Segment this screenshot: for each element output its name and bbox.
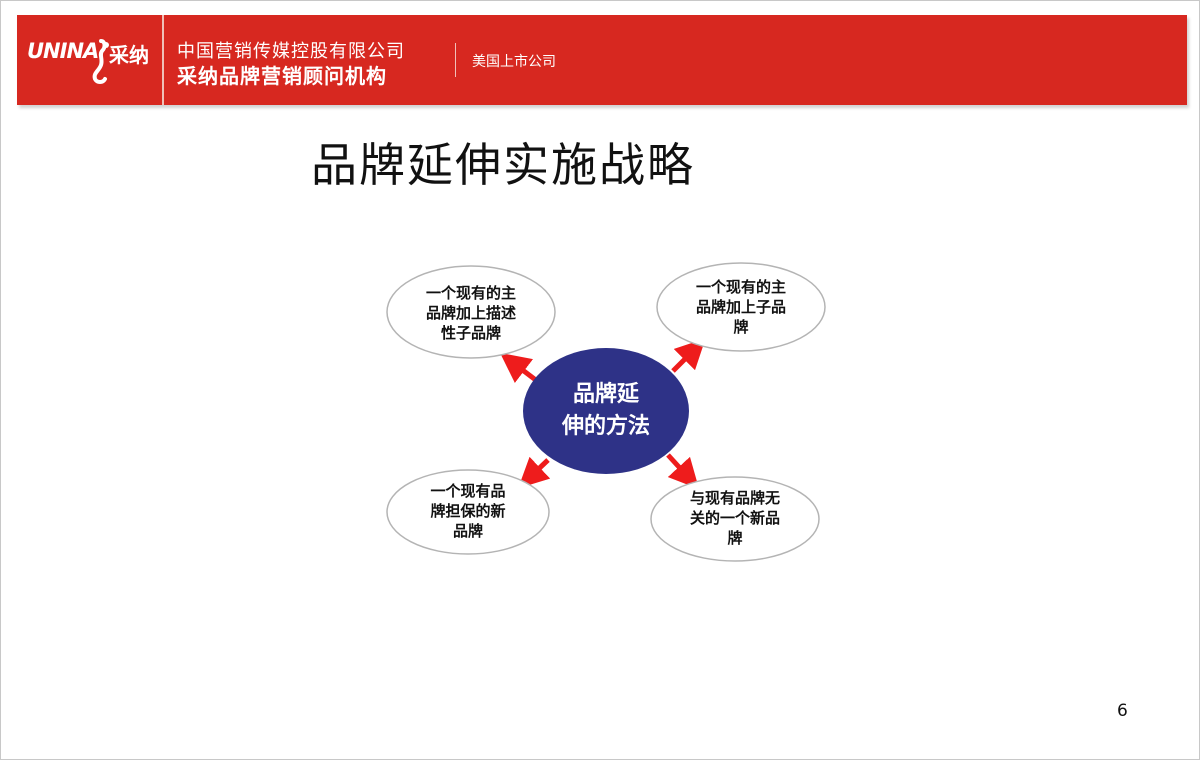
node-bottom-left: 一个现有品 牌担保的新 品牌 bbox=[386, 469, 550, 555]
node-text-line: 性子品牌 bbox=[441, 324, 501, 342]
center-node: 品牌延 伸的方法 bbox=[523, 348, 689, 474]
arrow-to-bottom-right bbox=[666, 453, 700, 490]
node-bottom-right: 与现有品牌无 关的一个新品 牌 bbox=[650, 476, 820, 562]
header-divider bbox=[162, 15, 164, 105]
arrow-to-bottom-left bbox=[518, 456, 551, 489]
node-text-line: 品牌加上子品 bbox=[696, 298, 786, 316]
node-text-line: 品牌加上描述 bbox=[426, 304, 516, 322]
logo-latin-text: UNINA bbox=[27, 39, 99, 63]
runner-logo-icon bbox=[92, 39, 109, 84]
node-text-line: 关的一个新品 bbox=[690, 509, 780, 527]
node-text-line: 一个现有的主 bbox=[426, 284, 516, 302]
header-bar: UNINA 采纳 中国营销传媒控股有限公司 采纳品牌营销顾问机构 美国上市公司 bbox=[17, 15, 1187, 105]
logo-cjk-text: 采纳 bbox=[109, 43, 149, 67]
center-text-line: 伸的方法 bbox=[561, 413, 650, 439]
company-logo: UNINA 采纳 bbox=[27, 35, 159, 89]
center-text-line: 品牌延 bbox=[573, 381, 640, 407]
node-text-line: 一个现有的主 bbox=[696, 278, 786, 296]
arrow-to-top-right bbox=[671, 338, 706, 373]
node-text-line: 一个现有品 bbox=[430, 482, 505, 500]
node-top-left: 一个现有的主 品牌加上描述 性子品牌 bbox=[386, 265, 556, 359]
node-top-right: 一个现有的主 品牌加上子品 牌 bbox=[656, 262, 826, 352]
company-name-group: 中国营销传媒控股有限公司 bbox=[177, 41, 405, 62]
page-number: 6 bbox=[1117, 701, 1128, 721]
node-text-line: 牌担保的新 bbox=[430, 502, 505, 520]
node-text-line: 牌 bbox=[733, 318, 748, 336]
listed-company-label: 美国上市公司 bbox=[472, 54, 556, 70]
node-text-line: 与现有品牌无 bbox=[690, 489, 780, 507]
header-separator bbox=[455, 43, 456, 77]
node-text-line: 牌 bbox=[727, 529, 742, 547]
company-name-agency: 采纳品牌营销顾问机构 bbox=[177, 64, 387, 88]
node-text-line: 品牌 bbox=[453, 522, 483, 540]
slide-title: 品牌延伸实施战略 bbox=[311, 138, 695, 192]
